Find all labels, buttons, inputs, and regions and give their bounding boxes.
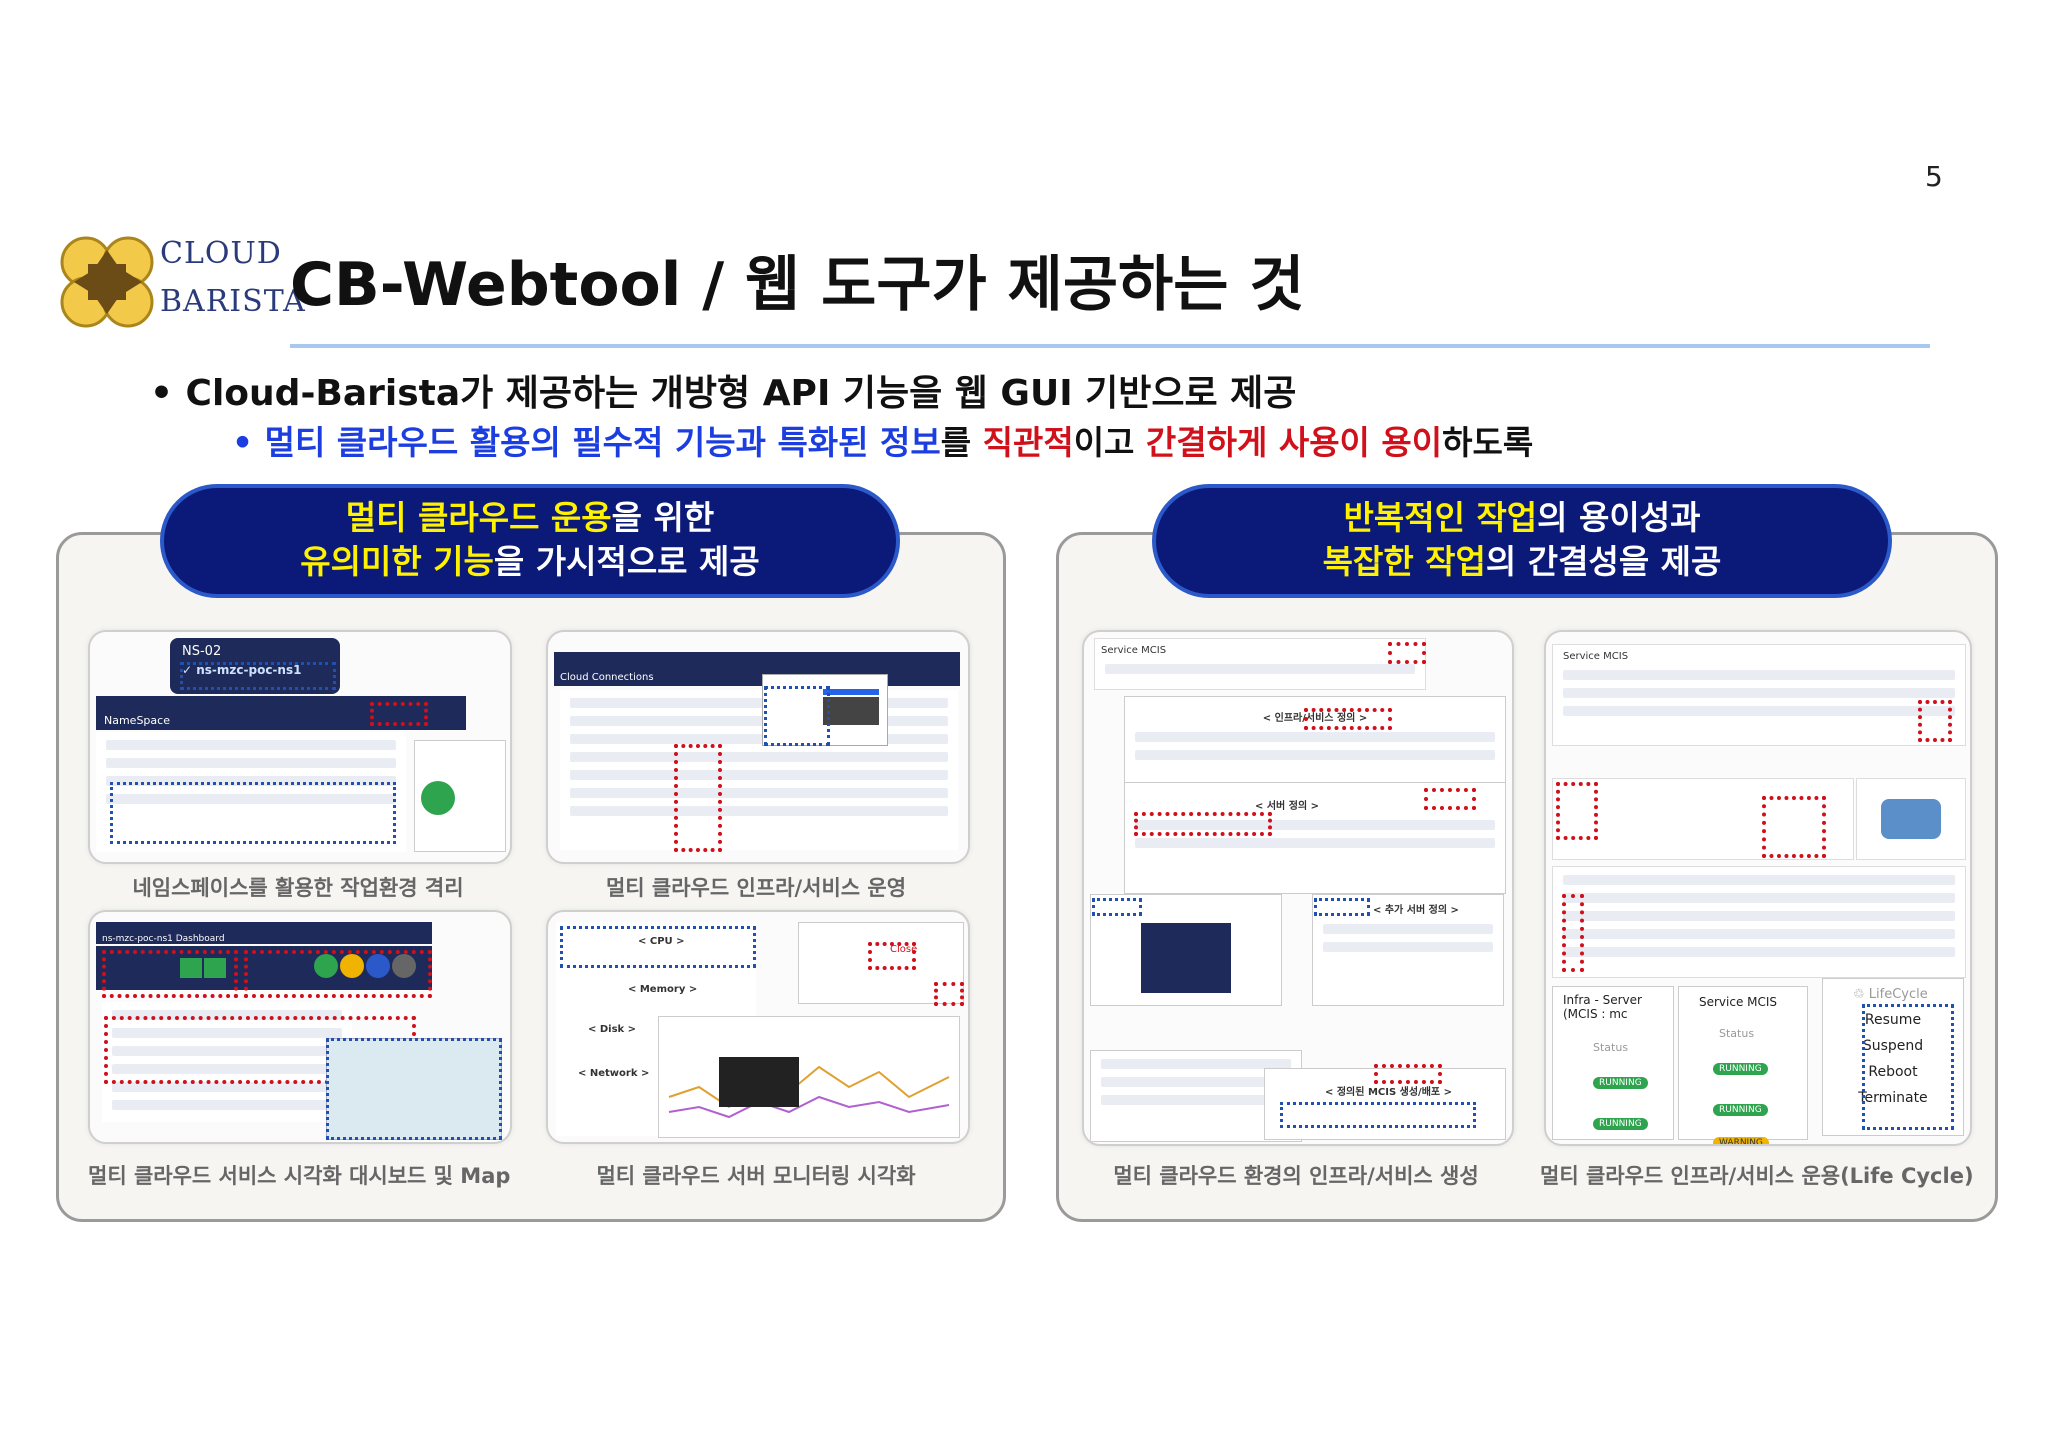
mcis-create-screenshot: Service MCIS < 인프라/서비스 정의 > < 서버 정의 > < … bbox=[1082, 630, 1514, 1146]
caption-cloud-ops: 멀티 클라우드 인프라/서비스 운영 bbox=[605, 876, 907, 900]
monitoring-line-chart bbox=[668, 1057, 950, 1119]
lifecycle-resume[interactable]: Resume bbox=[1864, 1012, 1922, 1028]
caption-mcis-create: 멀티 클라우드 환경의 인프라/서비스 생성 bbox=[1113, 1164, 1479, 1188]
lifecycle-reboot[interactable]: Reboot bbox=[1868, 1064, 1918, 1080]
bullet-main-text: Cloud-Barista가 제공하는 개방형 API 기능을 웹 GUI 기반… bbox=[185, 373, 1297, 414]
namespace-dropdown: NS-02 ✓ ns-mzc-poc-ns1 bbox=[170, 638, 340, 694]
logo-mark-icon bbox=[60, 236, 154, 328]
lifecycle-terminate[interactable]: Terminate bbox=[1858, 1090, 1928, 1106]
caption-mcis-lifecycle: 멀티 클라우드 인프라/서비스 운용(Life Cycle) bbox=[1540, 1164, 1974, 1188]
monitoring-screenshot: < CPU > < Memory > < Disk > < Network > … bbox=[546, 910, 970, 1144]
bullet-sub-red-1: 직관적 bbox=[982, 423, 1074, 462]
dashboard-screenshot: ns-mzc-poc-ns1 Dashboard bbox=[88, 910, 512, 1144]
caption-namespace: 네임스페이스를 활용한 작업환경 격리 bbox=[132, 876, 464, 900]
caption-dashboard-map: 멀티 클라우드 서비스 시각화 대시보드 및 Map bbox=[88, 1164, 511, 1188]
slide-title: CB-Webtool / 웹 도구가 제공하는 것 bbox=[290, 250, 1305, 320]
bullet-sub-red-2: 간결하게 사용이 용이 bbox=[1145, 423, 1443, 462]
lifecycle-suspend[interactable]: Suspend bbox=[1862, 1038, 1924, 1054]
bullet-main: • Cloud-Barista가 제공하는 개방형 API 기능을 웹 GUI … bbox=[150, 373, 1297, 414]
bullet-sub: • 멀티 클라우드 활용의 필수적 기능과 특화된 정보를 직관적이고 간결하게… bbox=[232, 423, 1534, 462]
bullet-sub-blue: 멀티 클라우드 활용의 필수적 기능과 특화된 정보 bbox=[264, 423, 941, 462]
right-panel-heading: 반복적인 작업의 용이성과 복잡한 작업의 간결성을 제공 bbox=[1152, 484, 1892, 598]
page-number: 5 bbox=[1925, 160, 1943, 193]
cloud-connections-screenshot: Cloud Connections bbox=[546, 630, 970, 864]
mcis-lifecycle-screenshot: Service MCIS Infra - Server (MCIS : mc S… bbox=[1544, 630, 1972, 1146]
logo-word-barista: BARISTA bbox=[160, 284, 306, 319]
namespace-screenshot: NS-02 ✓ ns-mzc-poc-ns1 NameSpace bbox=[88, 630, 512, 864]
logo-word-cloud: CLOUD bbox=[160, 236, 282, 271]
recycle-icon: ♲ bbox=[1853, 987, 1865, 1002]
caption-monitoring: 멀티 클라우드 서버 모니터링 시각화 bbox=[596, 1164, 916, 1188]
title-divider bbox=[290, 344, 1930, 348]
left-panel-heading: 멀티 클라우드 운용을 위한 유의미한 기능을 가시적으로 제공 bbox=[160, 484, 900, 598]
cloud-barista-logo: CLOUD BARISTA bbox=[56, 232, 305, 332]
